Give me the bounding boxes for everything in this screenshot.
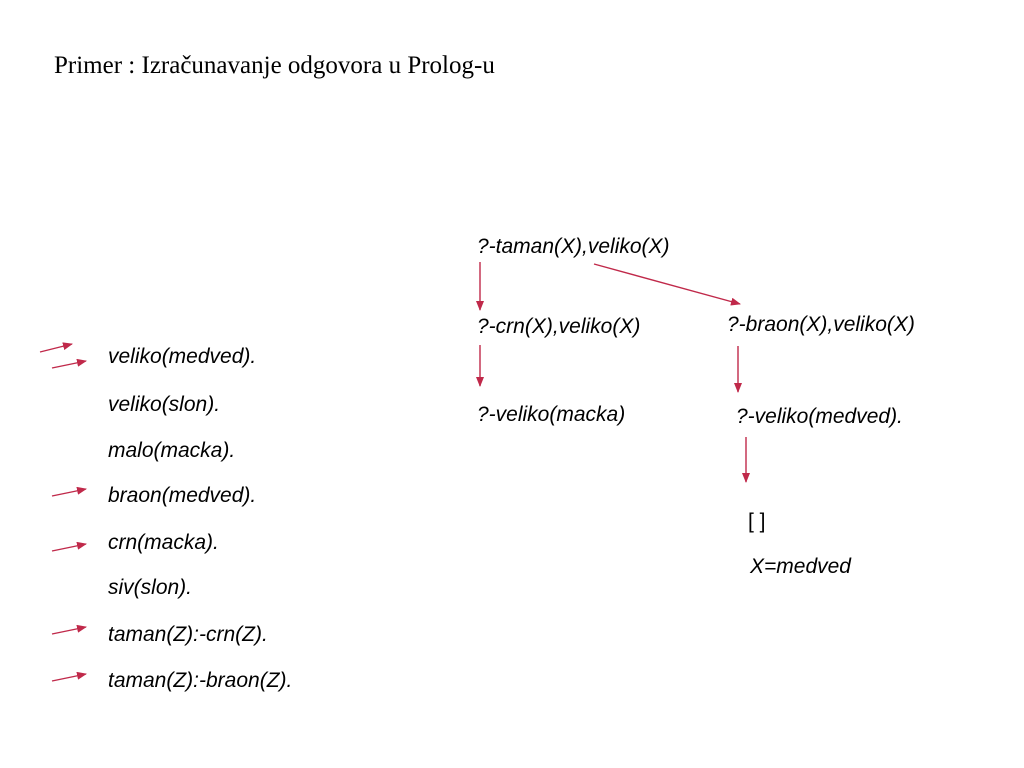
pointer-arrow-icon (51, 624, 87, 635)
slide-title: Primer : Izračunavanje odgovora u Prolog… (54, 52, 495, 79)
fact-item: veliko(medved). (108, 345, 257, 368)
fact-item: malo(macka). (108, 439, 236, 462)
tree-left-goal: ?-crn(X),veliko(X) (477, 315, 641, 338)
pointer-arrow-icon (51, 541, 87, 552)
tree-left-subgoal: ?-veliko(macka) (477, 403, 626, 426)
pointer-arrow-icon (51, 671, 87, 682)
empty-goal: [ ] (748, 510, 766, 533)
answer-binding: X=medved (750, 555, 851, 578)
tree-right-subgoal: ?-veliko(medved). (736, 405, 903, 428)
fact-item: crn(macka). (108, 531, 219, 554)
diagonal-arrow-icon (593, 263, 741, 306)
fact-item: braon(medved). (108, 484, 257, 507)
fact-item: siv(slon). (108, 576, 193, 599)
fact-item: veliko(slon). (108, 393, 221, 416)
tree-right-goal: ?-braon(X),veliko(X) (727, 313, 915, 336)
pointer-arrow-icon (39, 342, 73, 353)
pointer-arrow-icon (51, 486, 87, 497)
tree-root-goal: ?-taman(X),veliko(X) (477, 235, 670, 258)
pointer-arrow-icon (51, 358, 87, 369)
fact-item: taman(Z):-braon(Z). (108, 669, 293, 692)
fact-item: taman(Z):-crn(Z). (108, 623, 268, 646)
